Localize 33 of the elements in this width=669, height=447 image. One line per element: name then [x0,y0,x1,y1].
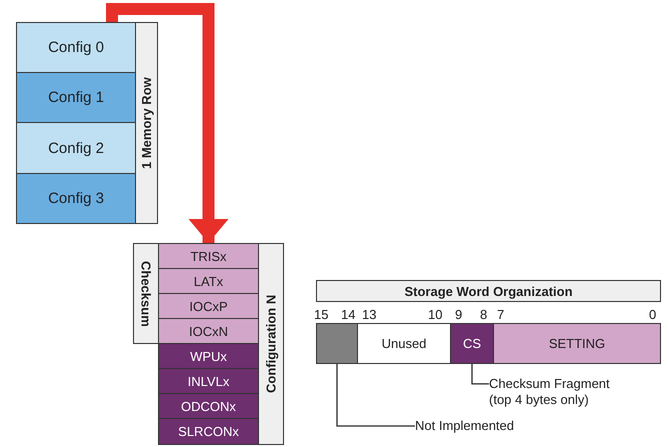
bit-number: 13 [362,307,376,322]
memory-block: Config 2 [16,122,136,174]
memory-block: Config 1 [16,72,136,123]
register-cell: IOCxN [158,318,259,344]
flow-arrow [106,3,228,243]
bit-field: CS [450,323,494,364]
bit-number: 0 [649,307,656,322]
annotation-text: Checksum Fragment (top 4 bytes only) [489,375,613,408]
register-cell: WPUx [158,343,259,369]
bit-number: 10 [428,307,442,322]
register-cell: SLRCONx [158,418,259,445]
header-bar: Storage Word Organization [316,280,661,302]
memory-block: Config 3 [16,173,136,224]
bit-field [316,323,358,364]
bit-number: 14 [341,307,356,322]
side-band: 1 Memory Row [135,22,158,224]
bit-field: Unused [357,323,451,364]
leader-line [336,364,415,427]
register-cell: TRISx [158,243,259,269]
register-cell: IOCxP [158,293,259,319]
register-cell: INLVLx [158,368,259,394]
side-band: Checksum [133,243,159,344]
bit-number: 7 [497,307,504,322]
side-band: Configuration N [258,243,284,445]
annotation-text: Not Implemented [415,417,525,435]
register-cell: LATx [158,268,259,294]
bit-number: 9 [455,307,462,322]
leader-line [471,364,489,385]
bit-number: 8 [480,307,488,322]
memory-block: Config 0 [16,22,136,73]
bit-number: 15 [314,307,328,322]
register-cell: ODCONx [158,393,259,419]
bit-field: SETTING [493,323,661,364]
